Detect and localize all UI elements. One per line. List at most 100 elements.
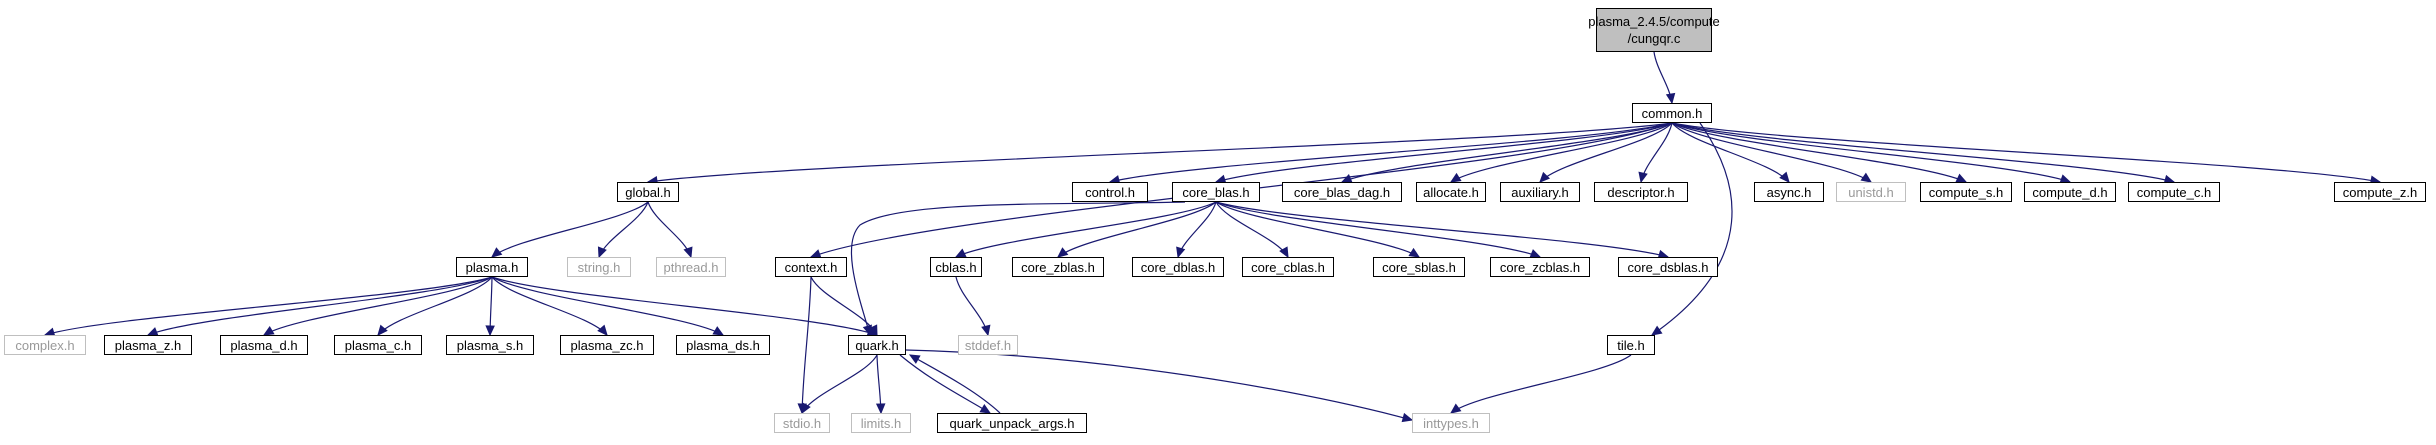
node-core-dsblas-h[interactable]: core_dsblas.h [1618,257,1718,277]
node-plasma-ds-h[interactable]: plasma_ds.h [676,335,770,355]
edge-common-to-compute_s [1671,122,1967,183]
edge-context-to-stdio [801,276,812,414]
edge-core_blas-to-core_dsblas [1215,201,1669,258]
arrowhead-common-to-unistd [1860,172,1873,183]
node-compute-c-h[interactable]: compute_c.h [2128,182,2220,202]
edge-plasma-to-plasma_zc [491,276,608,336]
node-complex-h: complex.h [4,335,86,355]
arrowhead-global-to-string [597,246,607,259]
edge-core_blas-to-core_zblas [1057,201,1217,258]
node-compute-s-h[interactable]: compute_s.h [1920,182,2012,202]
edge-plasma-to-complex [44,276,493,336]
node-plasma-d-h[interactable]: plasma_d.h [220,335,308,355]
edge-common-to-core_blas [1215,122,1673,183]
arrowhead-quark-to-stdio [801,402,811,415]
arrowhead-quark-to-limits [875,403,886,415]
node-string-h: string.h [567,257,631,277]
edge-common-to-compute_d [1671,122,2071,183]
edge-common-to-allocate [1450,122,1673,183]
arrowhead-tile-to-inttypes [1450,403,1462,414]
node-quark-unpack-args-h[interactable]: quark_unpack_args.h [937,413,1087,433]
arrowhead-common-to-compute_s [1955,173,1968,183]
edge-plasma-to-plasma_ds [491,276,724,336]
arrowhead-common-to-descriptor [1638,171,1648,184]
node-descriptor-h[interactable]: descriptor.h [1594,182,1688,202]
node-core-blas-h[interactable]: core_blas.h [1172,182,1260,202]
node-plasma-c-h[interactable]: plasma_c.h [334,335,422,355]
arrowhead-quark_unpack_args-to-quark [908,354,921,364]
edge-tile-to-inttypes [1450,354,1632,414]
arrowhead-common-to-allocate [1449,172,1462,183]
arrowhead-core_blas-to-cblas [954,248,967,258]
edge-core_blas-to-core_sblas [1215,201,1420,258]
edge-plasma-to-plasma_z [147,276,493,336]
node-quark-h[interactable]: quark.h [848,335,906,355]
arrowhead-plasma-to-plasma_zc [597,324,608,336]
node-plasma-s-h[interactable]: plasma_s.h [446,335,534,355]
edge-common-to-compute_z [1671,122,2381,183]
arrowhead-global-to-pthread [683,246,693,259]
arrowhead-plasma-to-plasma_c [377,324,388,336]
node-stdio-h: stdio.h [774,413,830,433]
node-plasma-zc-h[interactable]: plasma_zc.h [560,335,654,355]
arrowhead-quark-to-quark_unpack_args [979,404,992,414]
node-core-cblas-h[interactable]: core_cblas.h [1242,257,1334,277]
node-tile-h[interactable]: tile.h [1607,335,1655,355]
node-plasma-h[interactable]: plasma.h [456,257,528,277]
node-inttypes-h: inttypes.h [1412,413,1490,433]
edge-common-to-auxiliary [1539,122,1673,183]
node-core-zcblas-h[interactable]: core_zcblas.h [1490,257,1590,277]
edge-plasma-to-quark [491,276,878,336]
arrowhead-core_blas-to-core_dblas [1176,246,1186,259]
node-auxiliary-h[interactable]: auxiliary.h [1500,182,1580,202]
node-core-blas-dag-h[interactable]: core_blas_dag.h [1282,182,1402,202]
arrowhead-context-to-quark [868,324,878,337]
edge-plasma-to-plasma_d [263,276,493,336]
edge-common-to-tile [1651,122,1733,336]
arrowhead-core_blas-to-core_zblas [1057,247,1069,258]
edge-global-to-plasma [491,201,649,258]
edge-quark_unpack_args-to-quark [909,354,1001,414]
arrowhead-common-to-auxiliary [1539,171,1551,183]
root-path-line2: /cungqr.c [1627,31,1681,46]
node-global-h[interactable]: global.h [617,182,679,202]
edge-core_blas-to-cblas [955,201,1217,258]
node-common-h[interactable]: common.h [1632,103,1712,123]
node-limits-h: limits.h [851,413,911,433]
node-core-sblas-h[interactable]: core_sblas.h [1373,257,1465,277]
edge-plasma-to-plasma_c [377,276,493,336]
node-plasma-z-h[interactable]: plasma_z.h [104,335,192,355]
arrowhead-common-to-tile [1650,325,1663,336]
node-compute-d-h[interactable]: compute_d.h [2024,182,2116,202]
node-pthread-h: pthread.h [656,257,726,277]
node-unistd-h: unistd.h [1836,182,1906,202]
arrowhead-plasma-to-plasma_ds [712,326,725,336]
node-control-h[interactable]: control.h [1072,182,1148,202]
node-cblas-h[interactable]: cblas.h [930,257,982,277]
edge-core_blas-to-core_zcblas [1215,201,1541,258]
node-cungqr-c[interactable]: plasma_2.4.5/compute /cungqr.c [1588,8,1720,52]
edge-common-to-compute_c [1671,122,2175,183]
node-allocate-h[interactable]: allocate.h [1416,182,1486,202]
node-compute-z-h[interactable]: compute_z.h [2334,182,2426,202]
node-stddef-h: stddef.h [958,335,1018,355]
arrowhead-common-to-async [1779,171,1790,183]
arrowhead-quark-to-inttypes [1401,412,1414,423]
node-core-dblas-h[interactable]: core_dblas.h [1132,257,1224,277]
arrowhead-cblas-to-stddef [981,324,991,337]
arrowhead-plasma-to-plasma_s [485,325,495,337]
arrowhead-plasma-to-plasma_d [262,326,275,336]
edge-common-to-unistd [1671,122,1872,183]
edge-common-to-control [1109,122,1673,183]
edge-quark-to-quark_unpack_args [899,354,991,414]
arrowhead-core_blas-to-core_cblas [1279,246,1289,259]
node-core-zblas-h[interactable]: core_zblas.h [1012,257,1104,277]
arrowhead-root-to-common [1665,92,1676,105]
node-async-h[interactable]: async.h [1754,182,1824,202]
node-context-h[interactable]: context.h [775,257,847,277]
edge-common-to-global [647,122,1673,183]
root-path-line1: plasma_2.4.5/compute [1588,14,1720,29]
arrowhead-core_blas-to-core_sblas [1408,247,1421,258]
arrowhead-global-to-plasma [491,247,503,258]
edge-core_blas-to-quark [850,201,1186,336]
